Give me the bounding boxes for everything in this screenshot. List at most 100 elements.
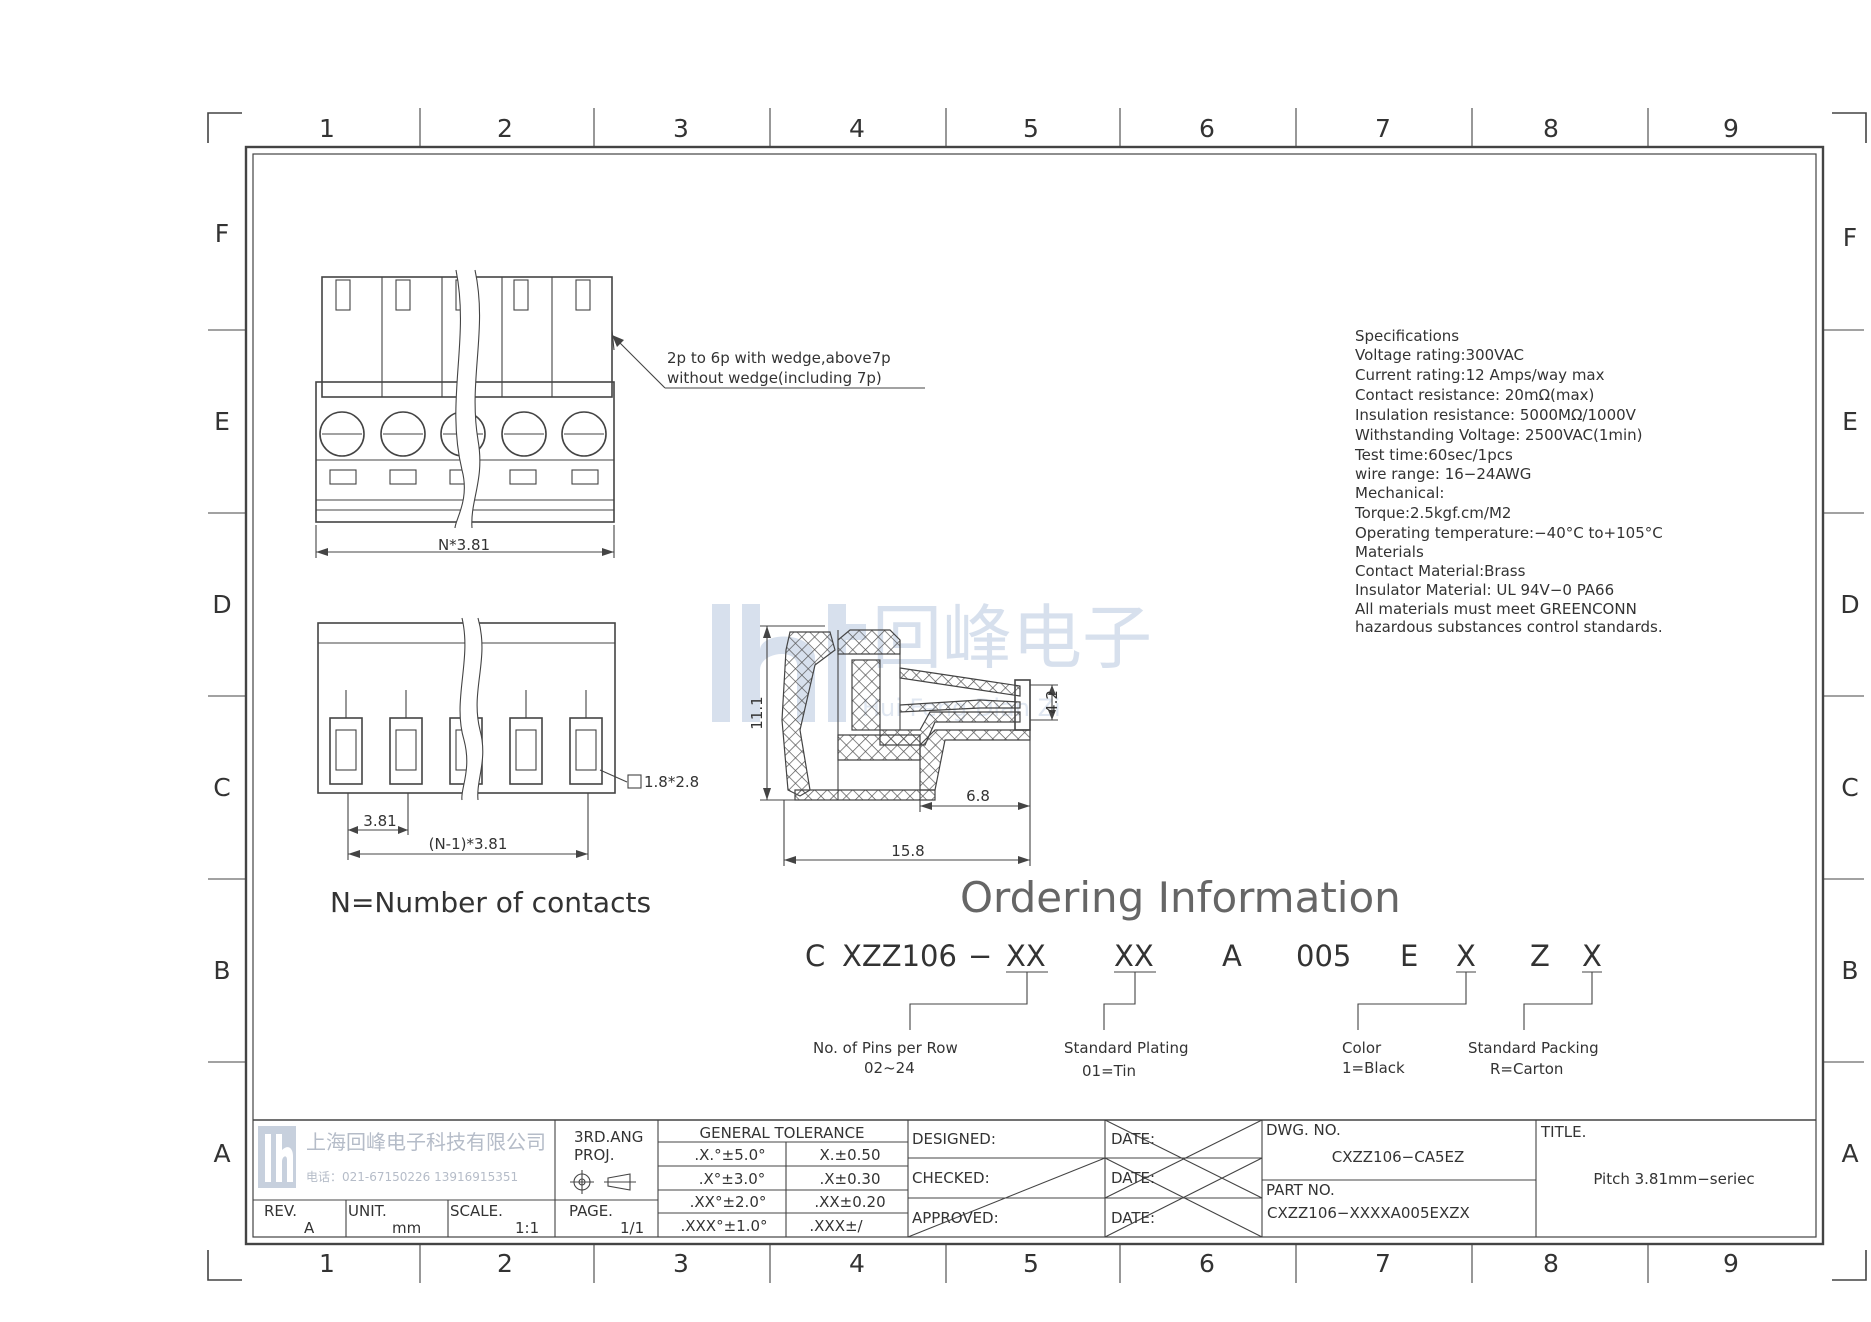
- designed-label: DESIGNED:: [912, 1130, 996, 1148]
- dim-depth-short: 6.8: [966, 787, 990, 805]
- spec-line: Voltage rating:300VAC: [1355, 346, 1524, 364]
- dim-span: (N-1)*3.81: [429, 835, 508, 853]
- part-no: CXZZ106−XXXXA005EXZX: [1267, 1204, 1470, 1222]
- row-label-left: E: [214, 407, 230, 436]
- ordering-title: Ordering Information: [960, 873, 1401, 922]
- wedge-note-line-2: without wedge(including 7p): [667, 369, 882, 387]
- plating-value: 01=Tin: [1082, 1062, 1136, 1080]
- dim-height: 11.1: [748, 696, 766, 729]
- col-label-top: 6: [1199, 114, 1215, 143]
- col-label-top: 8: [1543, 114, 1559, 143]
- date-label: DATE:: [1111, 1130, 1155, 1148]
- spec-line: wire range: 16−24AWG: [1355, 465, 1531, 483]
- packing-label: Standard Packing: [1468, 1039, 1599, 1057]
- spec-line: Insulator Material: UL 94V−0 PA66: [1355, 581, 1614, 599]
- rev-value: A: [304, 1219, 315, 1237]
- page-value: 1/1: [620, 1219, 644, 1237]
- spec-line: Test time:60sec/1pcs: [1354, 446, 1513, 464]
- tolerance-linear: X.±0.50: [819, 1146, 880, 1164]
- code-part: A: [1222, 939, 1242, 973]
- col-label-bottom: 9: [1723, 1249, 1739, 1278]
- ordering-information: Ordering Information C XZZ106 − XX XX A …: [805, 873, 1602, 1080]
- spec-line: All materials must meet GREENCONN: [1355, 600, 1637, 618]
- dwg-no-label: DWG. NO.: [1266, 1121, 1341, 1139]
- dim-pitch: 3.81: [363, 812, 396, 830]
- grid-ticks: [208, 108, 1864, 1283]
- tolerance-angle: .XX°±2.0°: [690, 1193, 767, 1211]
- row-label-left: C: [213, 773, 230, 802]
- row-label-right: D: [1840, 590, 1859, 619]
- code-part: XX: [1006, 939, 1046, 973]
- dim-hole-size: 1.8*2.8: [644, 773, 699, 791]
- code-part: C: [805, 939, 825, 973]
- tolerance-linear: .XX±0.20: [814, 1193, 885, 1211]
- tolerance-linear: .X±0.30: [819, 1170, 880, 1188]
- company-name: 上海回峰电子科技有限公司: [306, 1130, 546, 1154]
- col-label-top: 4: [849, 114, 865, 143]
- scale-label: SCALE.: [450, 1202, 503, 1220]
- wedge-note-line-1: 2p to 6p with wedge,above7p: [667, 349, 891, 367]
- row-label-left: A: [213, 1139, 230, 1168]
- rev-label: REV.: [264, 1202, 297, 1220]
- unit-label: UNIT.: [348, 1202, 387, 1220]
- projection-symbol-icon: [570, 1170, 636, 1194]
- drawing-title: Pitch 3.81mm−seriec: [1593, 1170, 1754, 1188]
- tolerance-angle: .X.°±5.0°: [694, 1146, 765, 1164]
- row-label-right: C: [1841, 773, 1858, 802]
- code-part: XX: [1114, 939, 1154, 973]
- col-label-top: 3: [673, 114, 689, 143]
- col-label-top: 7: [1375, 114, 1391, 143]
- checked-label: CHECKED:: [912, 1169, 990, 1187]
- col-label-top: 9: [1723, 114, 1739, 143]
- row-label-right: B: [1841, 956, 1858, 985]
- specifications-block: Specifications Voltage rating:300VAC Cur…: [1354, 327, 1663, 636]
- bottom-view: 1.8*2.8 3.81 (N-1)*3.81 N=Number of cont…: [317, 617, 699, 919]
- date-label: DATE:: [1111, 1209, 1155, 1227]
- title-label: TITLE.: [1540, 1123, 1586, 1141]
- col-label-bottom: 4: [849, 1249, 865, 1278]
- col-label-top: 1: [319, 114, 335, 143]
- dim-inner: 4.2: [1043, 690, 1061, 714]
- col-label-top: 2: [497, 114, 513, 143]
- company-phone: 电话：021-67150226 13916915351: [306, 1170, 518, 1184]
- color-value: 1=Black: [1342, 1059, 1405, 1077]
- dwg-no: CXZZ106−CA5EZ: [1332, 1148, 1465, 1166]
- part-no-label: PART NO.: [1266, 1181, 1335, 1199]
- section-view: 11.1 4.2 6.8 15.8: [748, 625, 1061, 866]
- grid-labels: 1 2 3 4 5 6 7 8 9 1 2 3 4 5 6 7 8 9 F E …: [212, 114, 1859, 1278]
- tolerance-title: GENERAL TOLERANCE: [699, 1124, 864, 1142]
- spec-line: Contact resistance: 20mΩ(max): [1355, 386, 1594, 404]
- col-label-bottom: 2: [497, 1249, 513, 1278]
- spec-line: Current rating:12 Amps/way max: [1355, 366, 1605, 384]
- code-part: Z: [1530, 939, 1550, 973]
- plating-label: Standard Plating: [1064, 1039, 1189, 1057]
- tolerance-angle: .XXX°±1.0°: [680, 1217, 767, 1235]
- code-part: 005: [1296, 939, 1351, 973]
- code-part: −: [968, 939, 992, 973]
- row-label-right: F: [1843, 223, 1857, 252]
- col-label-bottom: 3: [673, 1249, 689, 1278]
- dim-depth-total: 15.8: [891, 842, 924, 860]
- row-label-left: D: [212, 590, 231, 619]
- front-view: 2p to 6p with wedge,above7p without wedg…: [315, 269, 925, 558]
- contacts-note: N=Number of contacts: [330, 886, 651, 919]
- row-label-right: E: [1842, 407, 1858, 436]
- code-part: X: [1456, 939, 1476, 973]
- packing-value: R=Carton: [1490, 1060, 1563, 1078]
- color-label: Color: [1342, 1039, 1382, 1057]
- spec-line: Torque:2.5kgf.cm/M2: [1354, 504, 1511, 522]
- spec-line: Materials: [1355, 543, 1424, 561]
- spec-line: Insulation resistance: 5000MΩ/1000V: [1355, 406, 1637, 424]
- col-label-bottom: 7: [1375, 1249, 1391, 1278]
- projection-label: 3RD.ANG: [574, 1128, 643, 1146]
- scale-value: 1:1: [515, 1219, 539, 1237]
- approved-label: APPROVED:: [912, 1209, 999, 1227]
- row-label-left: B: [213, 956, 230, 985]
- date-label: DATE:: [1111, 1169, 1155, 1187]
- dim-front-width: N*3.81: [438, 536, 490, 554]
- spec-line: Operating temperature:−40°C to+105°C: [1355, 524, 1663, 542]
- col-label-bottom: 8: [1543, 1249, 1559, 1278]
- spec-line: hazardous substances control standards.: [1355, 618, 1663, 636]
- projection-sub: PROJ.: [574, 1146, 614, 1164]
